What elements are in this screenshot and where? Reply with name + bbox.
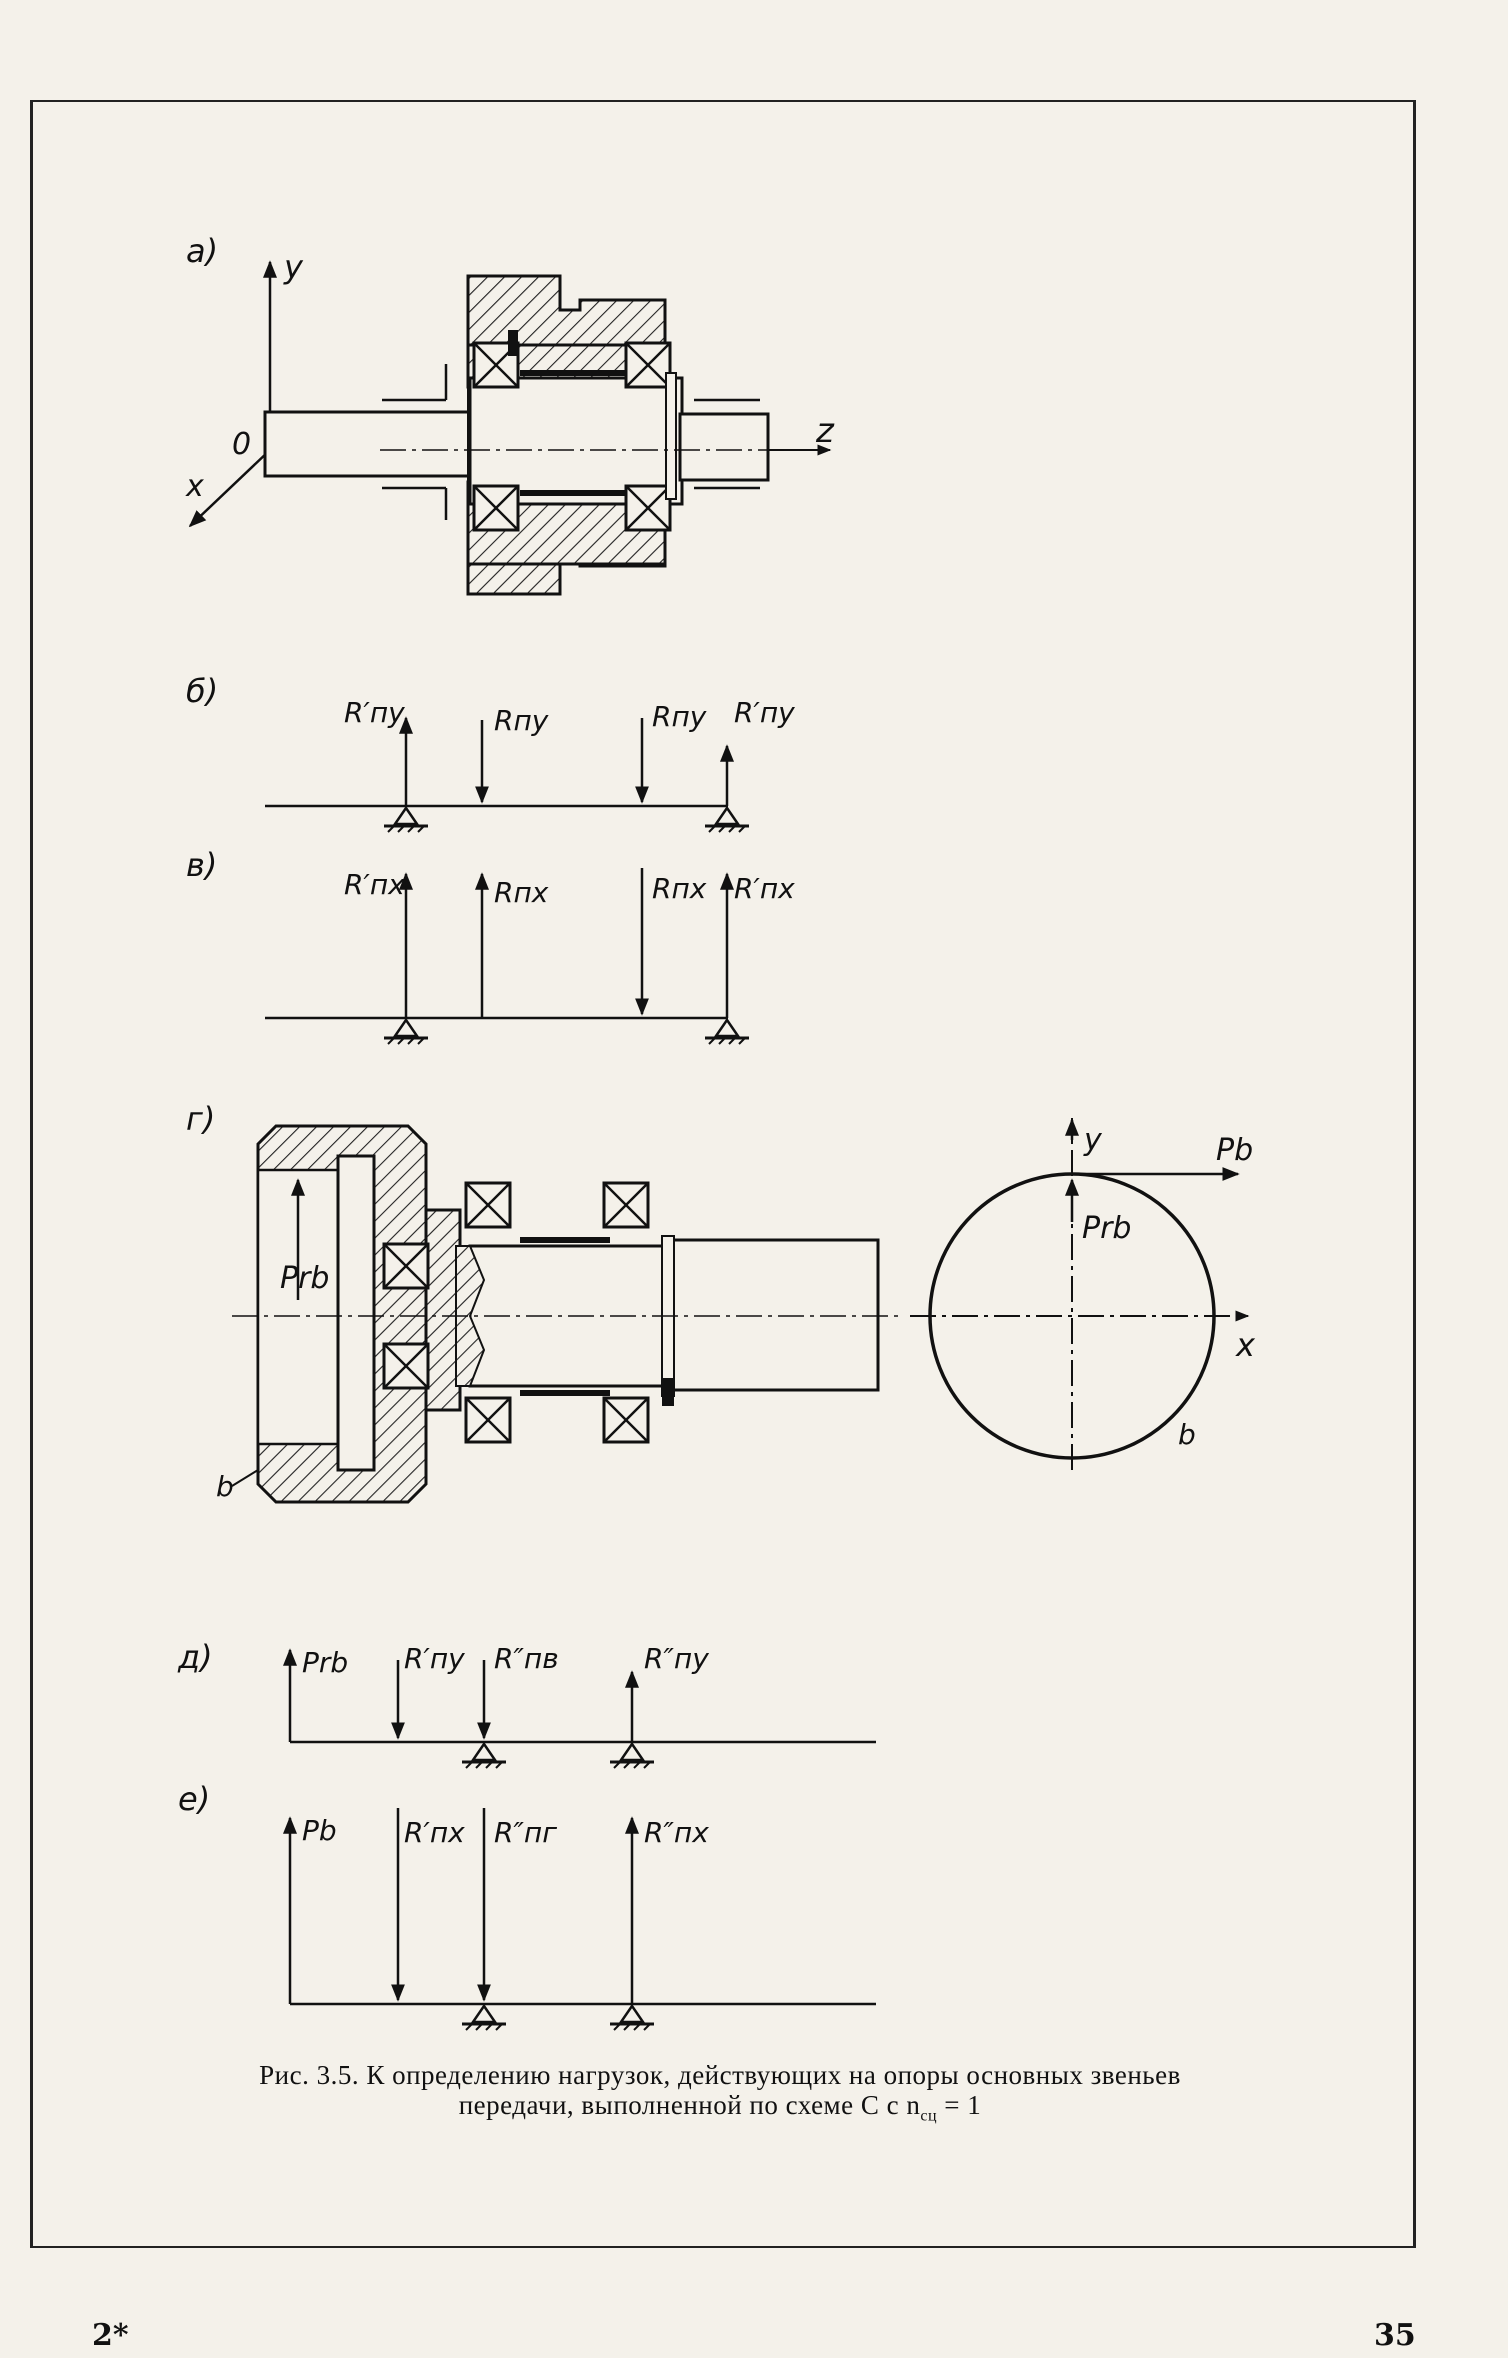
housing-top bbox=[466, 274, 667, 347]
input-shaft bbox=[263, 410, 472, 478]
panel-b: б) R′пу Rпу Rпу R′пу bbox=[186, 672, 795, 834]
panel-a: а) y z x 0 bbox=[185, 232, 835, 596]
page-number: 35 bbox=[1374, 2318, 1416, 2353]
force-e4-label: R″пх bbox=[644, 1816, 709, 1849]
panel-g-label: г) bbox=[186, 1100, 215, 1138]
panel-d-label: д) bbox=[177, 1638, 213, 1676]
force-b1-label: R′пу bbox=[344, 696, 405, 729]
caption-line-2-tail: = 1 bbox=[937, 2090, 982, 2120]
force-e3-label: R″пг bbox=[494, 1816, 557, 1849]
axis-x-label-g: x bbox=[1235, 1326, 1256, 1364]
force-e1-label: Pb bbox=[302, 1814, 337, 1847]
force-v2-label: Rпх bbox=[494, 876, 549, 909]
axis-z-label: z bbox=[815, 411, 835, 451]
force-d2-label: R′пу bbox=[404, 1642, 465, 1675]
force-pb-label: Pb bbox=[1216, 1133, 1253, 1168]
figure-frame bbox=[30, 100, 1416, 2248]
signature-mark: 2* bbox=[92, 2318, 129, 2353]
bearing-g-inner1 bbox=[382, 1242, 430, 1290]
label-b-left: b bbox=[216, 1470, 234, 1503]
figure-caption: Рис. 3.5. К определению нагрузок, действ… bbox=[100, 2060, 1340, 2131]
caption-line-1: Рис. 3.5. К определению нагрузок, действ… bbox=[259, 2060, 1181, 2090]
axis-y-label: y bbox=[283, 248, 304, 286]
force-d1-label: Prb bbox=[302, 1646, 348, 1679]
panel-a-label: а) bbox=[186, 232, 218, 270]
panel-g: г) Prb b y x Pb Prb b bbox=[186, 1100, 1256, 1504]
panel-e: е) Pb R′пх R″пг R″пх bbox=[178, 1780, 876, 2032]
output-shaft bbox=[678, 412, 770, 482]
panel-b-label: б) bbox=[186, 672, 218, 710]
bearing-a3 bbox=[472, 484, 520, 532]
force-prb-circle-label: Prb bbox=[1082, 1211, 1131, 1246]
force-b2-label: Rпу bbox=[494, 704, 549, 737]
bearing-a2 bbox=[624, 341, 672, 389]
axis-y-label-g: y bbox=[1083, 1123, 1103, 1158]
force-v4-label: R′пх bbox=[734, 872, 795, 905]
force-prb-label: Prb bbox=[280, 1261, 329, 1296]
ring-gear bbox=[336, 1154, 376, 1472]
bearing-g3 bbox=[464, 1396, 512, 1444]
x-axis-line bbox=[188, 449, 271, 528]
panel-v: в) R′пх Rпх Rпх R′пх bbox=[186, 846, 795, 1046]
caption-line-2-text: передачи, выполненной по схеме C с n bbox=[458, 2090, 921, 2120]
force-e2-label: R′пх bbox=[404, 1816, 465, 1849]
force-v3-label: Rпх bbox=[652, 872, 707, 905]
panel-e-label: е) bbox=[178, 1780, 210, 1818]
bearing-g1 bbox=[464, 1181, 512, 1229]
bearing-g-inner2 bbox=[382, 1342, 430, 1390]
panel-d: д) Prb R′пу R″пв R″пу bbox=[177, 1638, 876, 1770]
force-d3-label: R″пв bbox=[494, 1642, 559, 1675]
force-d4-label: R″пу bbox=[644, 1642, 709, 1675]
label-b-circle: b bbox=[1178, 1418, 1196, 1451]
caption-line-2: передачи, выполненной по схеме C с nсц =… bbox=[100, 2090, 1340, 2131]
bearing-g2 bbox=[602, 1181, 650, 1229]
bearing-g4 bbox=[602, 1396, 650, 1444]
bearing-a4 bbox=[624, 484, 672, 532]
axis-x-label: x bbox=[185, 469, 204, 504]
force-b4-label: R′пу bbox=[734, 696, 795, 729]
origin-label: 0 bbox=[232, 427, 251, 462]
caption-subscript: сц bbox=[920, 2107, 938, 2125]
force-v1-label: R′пх bbox=[344, 868, 405, 901]
output-shaft-g bbox=[664, 1238, 880, 1392]
panel-v-label: в) bbox=[186, 846, 217, 884]
force-b3-label: Rпу bbox=[652, 700, 707, 733]
